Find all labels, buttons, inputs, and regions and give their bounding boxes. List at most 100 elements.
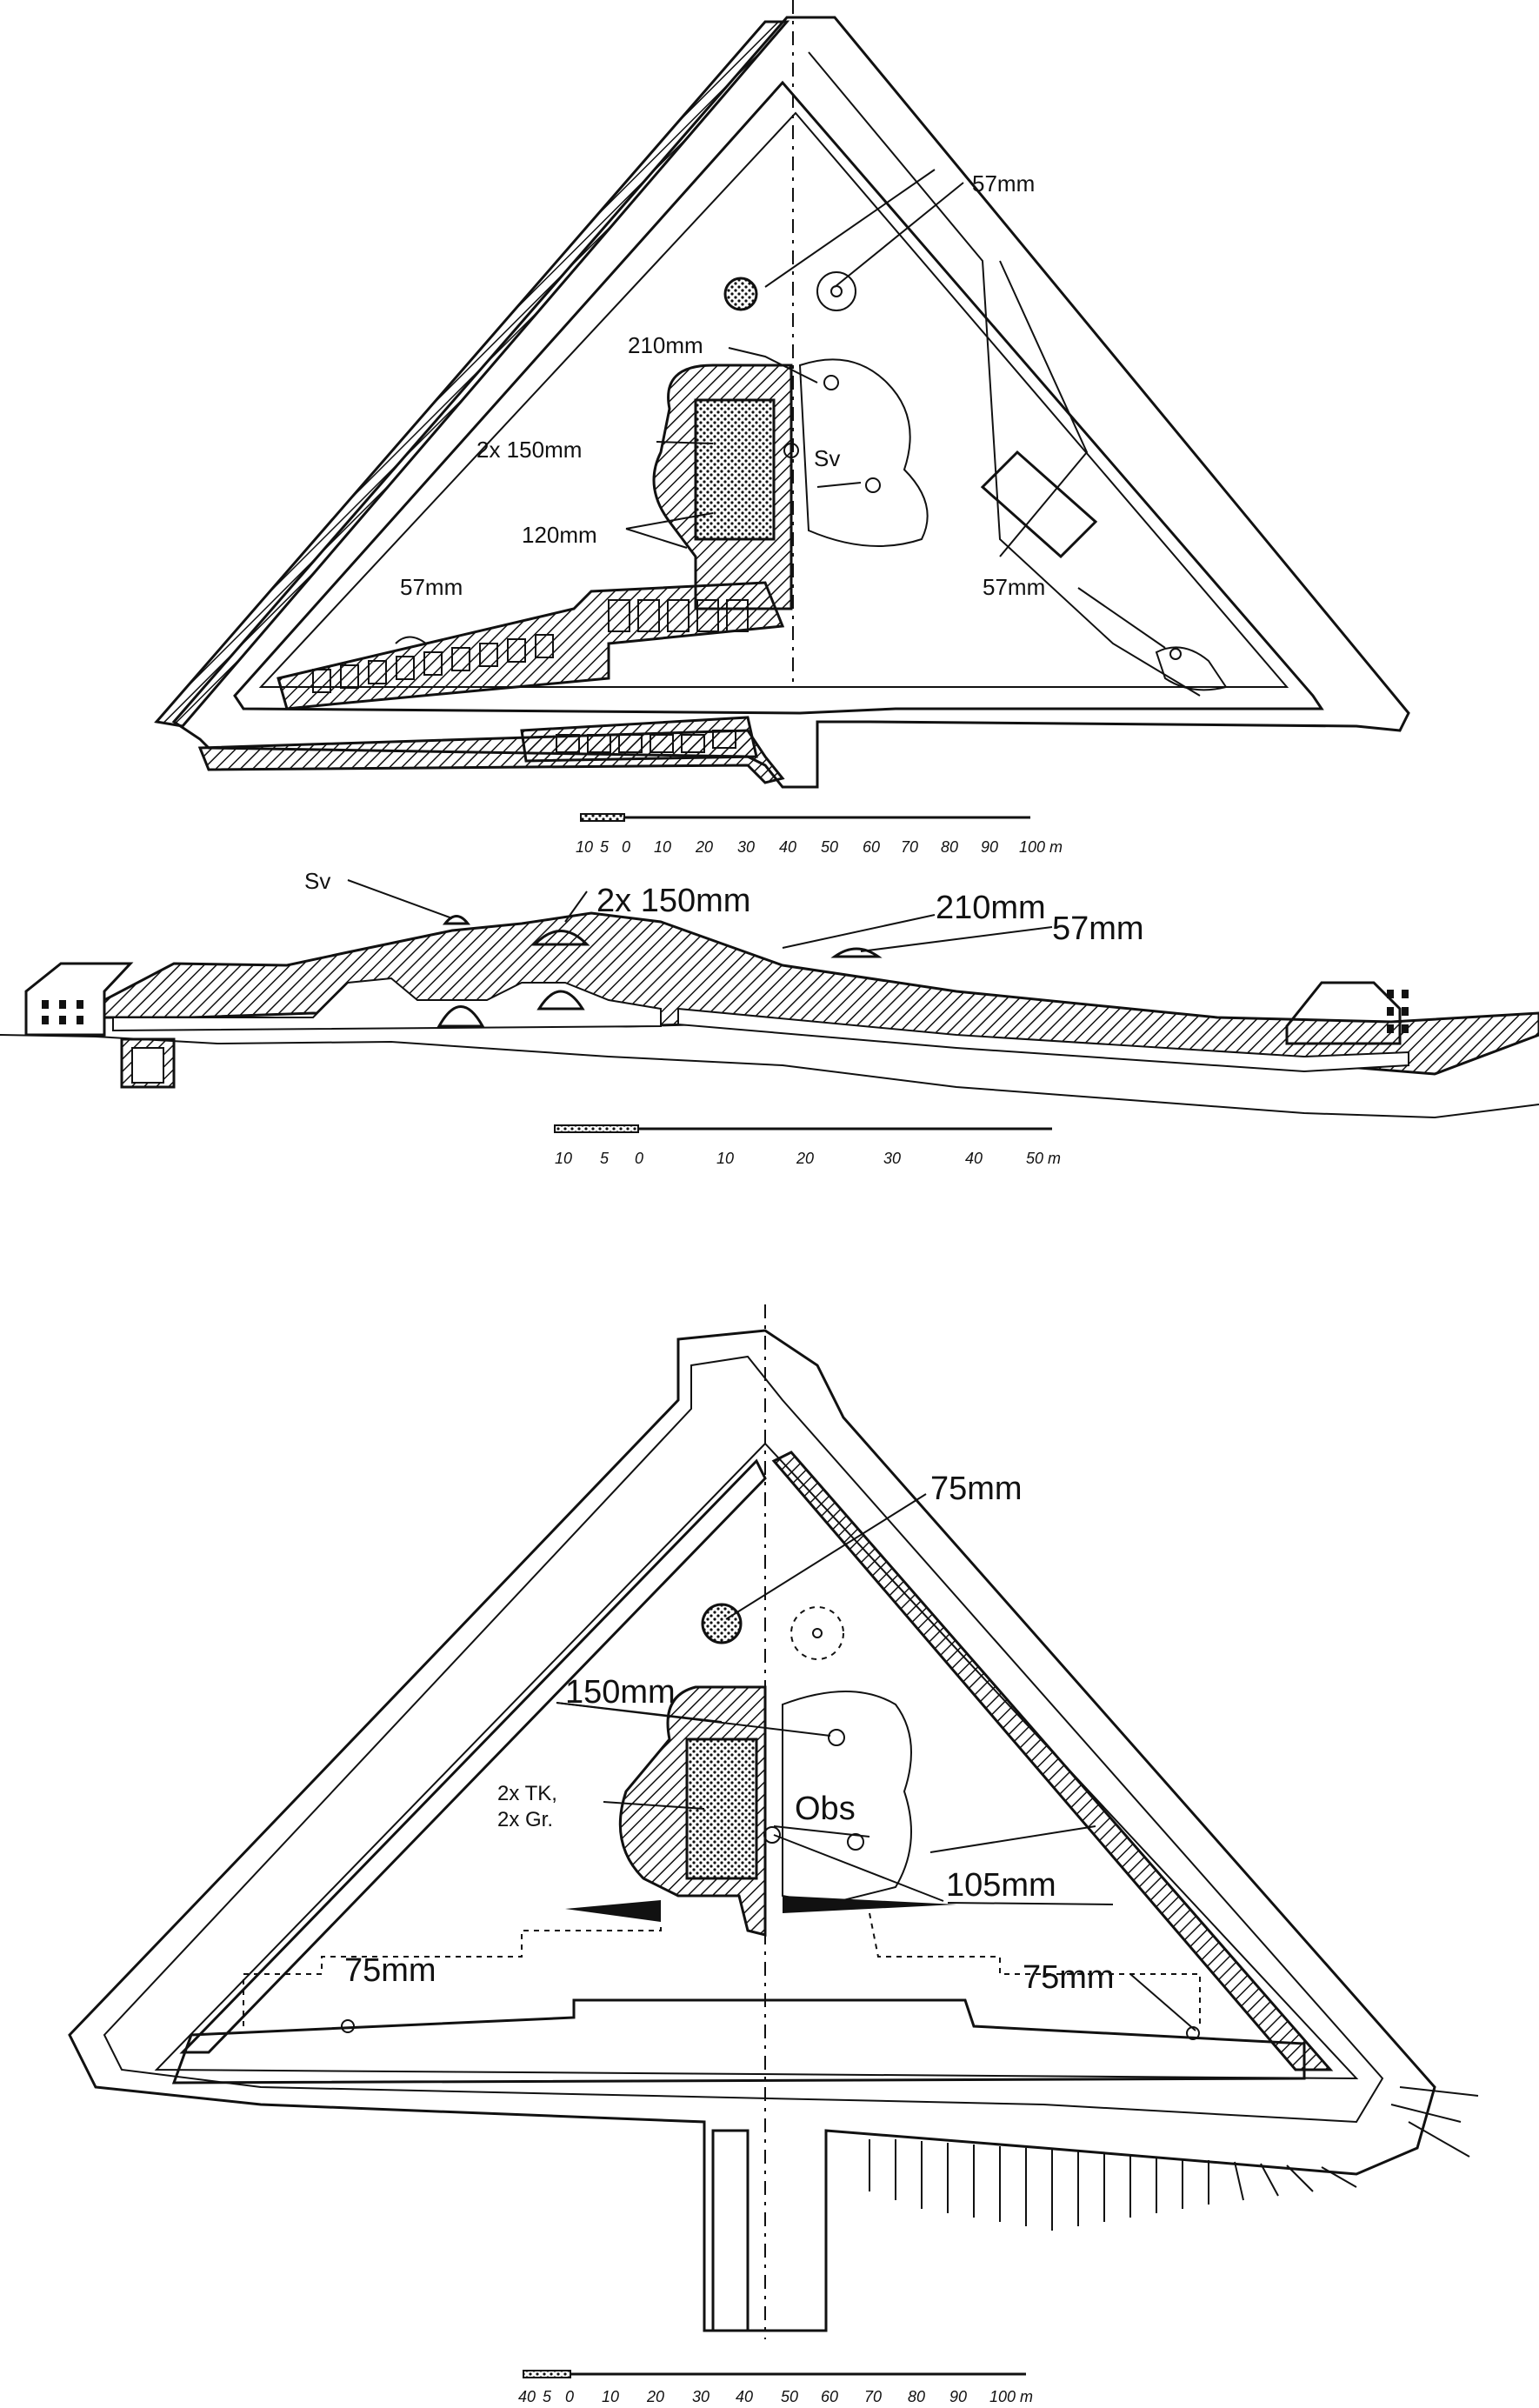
leader-57a [834,182,964,288]
label-57mm-top: 57mm [972,170,1035,197]
cross-section: Sv 2x 150mm 210mm 57mm 10 5 0 10 20 30 4… [0,868,1539,1167]
svg-text:0: 0 [622,838,630,856]
top-plan-ditch [808,51,1201,697]
svg-text:10: 10 [555,1150,572,1167]
svg-text:100 m: 100 m [989,2388,1033,2405]
top-plan-120mm-turret [865,477,881,493]
section-right-building [1285,981,1402,1045]
top-plan-gallery-rooms [556,730,736,753]
section-150mm-turret [531,930,590,946]
svg-text:40: 40 [779,838,796,856]
svg-text:90: 90 [949,2388,967,2405]
svg-text:30: 30 [883,1150,901,1167]
bottom-scale-bar [523,2370,1026,2378]
top-plan-tower [723,277,758,311]
label-105mm: 105mm [946,1867,1056,1904]
bottom-plan-glacis-fringe [869,2086,1479,2231]
svg-text:40: 40 [736,2388,753,2405]
section-label-2x150mm: 2x 150mm [596,883,750,919]
label-57mm-right: 57mm [983,574,1045,600]
top-plan-barrack-rooms [312,599,749,693]
svg-text:100 m: 100 m [1019,838,1063,856]
svg-text:10: 10 [602,2388,619,2405]
section-57mm-turret [830,947,883,958]
svg-text:50 m: 50 m [1026,1150,1061,1167]
bottom-plan-dotted-works [243,1912,1201,2026]
top-plan-57mm-cupola [816,271,856,311]
bottom-plan-approach-ramp [711,2129,750,2332]
section-label-sv: Sv [304,868,330,894]
top-plan-210mm-turret [823,375,839,390]
top-plan-left-barracks [276,581,785,710]
label-150mm: 150mm [565,1674,676,1711]
bottom-plan-obs-cupola [763,1826,781,1844]
section-right-building-windows [1387,990,1409,1033]
section-label-57mm: 57mm [1052,911,1144,947]
label-2x150mm-top: 2x 150mm [476,437,582,463]
label-210mm-top: 210mm [628,332,703,358]
bottom-plan-wedge-right [783,1896,956,1913]
bottom-plan-keep-core [685,1738,758,1880]
svg-text:50: 50 [821,838,838,856]
bottom-plan-right-rampart [771,1451,1334,2071]
top-plan-inner-triangle [233,80,1324,715]
svg-text:70: 70 [901,838,918,856]
bottom-plan-outer-wall-2 [103,1355,1384,2124]
label-120mm-top: 120mm [522,522,597,548]
svg-text:10: 10 [716,1150,734,1167]
section-incline-gallery [677,1007,1409,1073]
section-left-building-windows [42,1000,83,1024]
bottom-plan: 75mm 150mm 2x TK, 2x Gr. Obs 105mm 75mm … [68,1304,1479,2405]
svg-text:20: 20 [646,2388,664,2405]
bottom-plan-105mm-turret [847,1833,864,1851]
bottom-plan-battery-outline [782,1691,912,1906]
top-plan-57mm-casemate-left [395,636,427,644]
svg-text:70: 70 [864,2388,882,2405]
section-gallery [112,977,662,1032]
bottom-plan-base-rampart [171,1998,1306,2084]
svg-text:50: 50 [781,2388,798,2405]
bottom-plan-75mm-cupola-dashed [790,1606,844,1660]
bottom-plan-tower [701,1603,743,1644]
bottom-plan-outer-wall [68,1329,1436,2332]
svg-text:20: 20 [695,838,713,856]
label-75mm-right: 75mm [1023,1959,1115,1996]
section-label-210mm: 210mm [936,890,1046,926]
top-plan-battery-outline [798,358,929,547]
top-scale-ticks: 10 5 0 10 20 30 40 50 60 70 80 90 100 m [576,838,1063,856]
svg-text:30: 30 [692,2388,710,2405]
label-obs: Obs [795,1791,856,1827]
top-plan: 57mm 210mm 2x 150mm Sv 120mm 57mm 57mm 1… [154,0,1410,856]
svg-text:40: 40 [965,1150,983,1167]
svg-text:80: 80 [908,2388,925,2405]
section-ground [0,1034,1539,1119]
section-scale-bar [554,1124,1052,1133]
label-2x-gr: 2x Gr. [497,1808,553,1831]
bottom-plan-wedge-left [565,1900,661,1922]
svg-text:10: 10 [576,838,593,856]
label-2x-tk: 2x TK, [497,1782,557,1805]
svg-text:40: 40 [518,2388,536,2405]
svg-text:0: 0 [635,1150,643,1167]
label-75mm-left: 75mm [344,1952,436,1989]
svg-text:60: 60 [863,838,880,856]
svg-text:10: 10 [654,838,671,856]
svg-text:0: 0 [565,2388,574,2405]
label-57mm-left: 57mm [400,574,463,600]
top-scale-bar [580,813,1030,822]
svg-text:5: 5 [600,1150,610,1167]
section-left-building [24,962,134,1037]
top-plan-keep-core [694,398,776,541]
bottom-plan-150mm-turret [828,1729,845,1746]
label-75mm-top: 75mm [930,1471,1023,1507]
top-plan-caponier [980,450,1098,559]
svg-text:30: 30 [737,838,755,856]
svg-text:90: 90 [981,838,998,856]
section-sv-cupola [442,915,471,925]
section-earth-cover [103,911,1539,1076]
bottom-plan-left-rampart [179,1458,767,2054]
top-plan-outer-wall [171,16,1410,789]
top-plan-left-rampart [154,20,790,728]
bottom-plan-75mm-left-casemate [341,2019,355,2033]
